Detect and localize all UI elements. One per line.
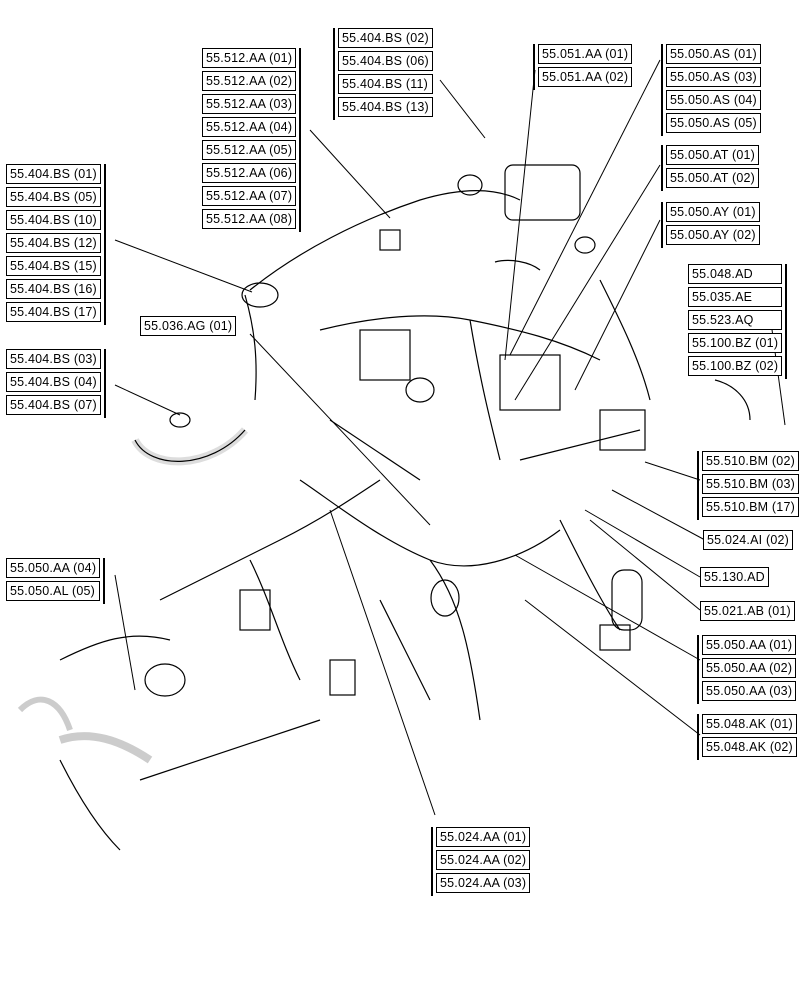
part-ref-label: 55.050.AY (01) bbox=[666, 202, 760, 222]
harness-drawing bbox=[17, 164, 751, 851]
part-ref-label: 55.404.BS (03) bbox=[6, 349, 101, 369]
part-ref-label: 55.024.AI (02) bbox=[703, 530, 794, 550]
part-ref-label: 55.512.AA (02) bbox=[202, 71, 297, 91]
part-ref-label: 55.051.AA (02) bbox=[538, 67, 633, 87]
part-ref-label: 55.404.BS (05) bbox=[6, 187, 101, 207]
part-ref-label: 55.512.AA (03) bbox=[202, 94, 297, 114]
part-ref-label: 55.036.AG (01) bbox=[140, 316, 237, 336]
part-ref-label: 55.100.BZ (01) bbox=[688, 333, 783, 353]
label-group-050aa-left: 55.050.AA (04) 55.050.AL (05) bbox=[6, 558, 106, 604]
part-ref-label: 55.404.BS (13) bbox=[338, 97, 433, 117]
part-ref-label: 55.512.AA (04) bbox=[202, 117, 297, 137]
part-ref-label: 55.050.AY (02) bbox=[666, 225, 760, 245]
part-ref-label: 55.404.BS (04) bbox=[6, 372, 101, 392]
part-ref-label: 55.404.BS (15) bbox=[6, 256, 101, 276]
part-ref-label: 55.512.AA (08) bbox=[202, 209, 297, 229]
part-ref-label: 55.050.AT (02) bbox=[666, 168, 760, 188]
label-group-050aa-right: 55.050.AA (01) 55.050.AA (02) 55.050.AA … bbox=[697, 635, 797, 704]
part-ref-label: 55.100.BZ (02) bbox=[688, 356, 783, 376]
part-ref-label: 55.404.BS (10) bbox=[6, 210, 101, 230]
part-ref-label: 55.404.BS (02) bbox=[338, 28, 433, 48]
label-group-048ak: 55.048.AK (01) 55.048.AK (02) bbox=[697, 714, 797, 760]
part-ref-label: 55.051.AA (01) bbox=[538, 44, 633, 64]
part-ref-label: 55.404.BS (17) bbox=[6, 302, 101, 322]
part-ref-label: 55.404.BS (06) bbox=[338, 51, 433, 71]
label-group-510bm: 55.510.BM (02) 55.510.BM (03) 55.510.BM … bbox=[697, 451, 799, 520]
part-ref-label: 55.510.BM (17) bbox=[702, 497, 799, 517]
label-group-036ag: 55.036.AG (01) bbox=[140, 316, 237, 339]
part-ref-label: 55.048.AD bbox=[688, 264, 783, 284]
label-group-024ai: 55.024.AI (02) bbox=[703, 530, 794, 553]
label-group-021ab: 55.021.AB (01) bbox=[700, 601, 795, 624]
part-ref-label: 55.050.AS (01) bbox=[666, 44, 761, 64]
part-ref-label: 55.050.AA (01) bbox=[702, 635, 797, 655]
label-group-130ad: 55.130.AD bbox=[700, 567, 769, 590]
part-ref-label: 55.130.AD bbox=[700, 567, 769, 587]
part-ref-label: 55.050.AS (03) bbox=[666, 67, 761, 87]
part-ref-label: 55.050.AA (04) bbox=[6, 558, 101, 578]
part-ref-label: 55.510.BM (03) bbox=[702, 474, 799, 494]
part-ref-label: 55.404.BS (16) bbox=[6, 279, 101, 299]
label-group-024aa: 55.024.AA (01) 55.024.AA (02) 55.024.AA … bbox=[431, 827, 531, 896]
part-ref-label: 55.512.AA (05) bbox=[202, 140, 297, 160]
part-ref-label: 55.048.AK (01) bbox=[702, 714, 797, 734]
part-ref-label: 55.404.BS (12) bbox=[6, 233, 101, 253]
label-group-404bs-mid: 55.404.BS (03) 55.404.BS (04) 55.404.BS … bbox=[6, 349, 106, 418]
part-ref-label: 55.512.AA (06) bbox=[202, 163, 297, 183]
part-ref-label: 55.050.AS (05) bbox=[666, 113, 761, 133]
label-group-404bs-left: 55.404.BS (01) 55.404.BS (05) 55.404.BS … bbox=[6, 164, 106, 325]
part-ref-label: 55.523.AQ bbox=[688, 310, 783, 330]
label-group-050at: 55.050.AT (01) 55.050.AT (02) bbox=[661, 145, 760, 191]
part-ref-label: 55.404.BS (11) bbox=[338, 74, 433, 94]
part-ref-label: 55.510.BM (02) bbox=[702, 451, 799, 471]
part-ref-label: 55.050.AA (02) bbox=[702, 658, 797, 678]
part-ref-label: 55.050.AS (04) bbox=[666, 90, 761, 110]
part-ref-label: 55.404.BS (01) bbox=[6, 164, 101, 184]
part-ref-label: 55.035.AE bbox=[688, 287, 783, 307]
part-ref-label: 55.512.AA (01) bbox=[202, 48, 297, 68]
part-ref-label: 55.512.AA (07) bbox=[202, 186, 297, 206]
part-ref-label: 55.024.AA (02) bbox=[436, 850, 531, 870]
part-ref-label: 55.021.AB (01) bbox=[700, 601, 795, 621]
part-ref-label: 55.048.AK (02) bbox=[702, 737, 797, 757]
label-group-512aa: 55.512.AA (01) 55.512.AA (02) 55.512.AA … bbox=[202, 48, 302, 232]
label-group-048ad: 55.048.AD 55.035.AE 55.523.AQ 55.100.BZ … bbox=[688, 264, 788, 379]
part-ref-label: 55.404.BS (07) bbox=[6, 395, 101, 415]
part-ref-label: 55.050.AA (03) bbox=[702, 681, 797, 701]
part-ref-label: 55.024.AA (03) bbox=[436, 873, 531, 893]
label-group-050as: 55.050.AS (01) 55.050.AS (03) 55.050.AS … bbox=[661, 44, 761, 136]
label-group-404bs-top: 55.404.BS (02) 55.404.BS (06) 55.404.BS … bbox=[333, 28, 433, 120]
label-group-051aa: 55.051.AA (01) 55.051.AA (02) bbox=[533, 44, 633, 90]
part-ref-label: 55.024.AA (01) bbox=[436, 827, 531, 847]
part-ref-label: 55.050.AL (05) bbox=[6, 581, 101, 601]
part-ref-label: 55.050.AT (01) bbox=[666, 145, 760, 165]
label-group-050ay: 55.050.AY (01) 55.050.AY (02) bbox=[661, 202, 760, 248]
